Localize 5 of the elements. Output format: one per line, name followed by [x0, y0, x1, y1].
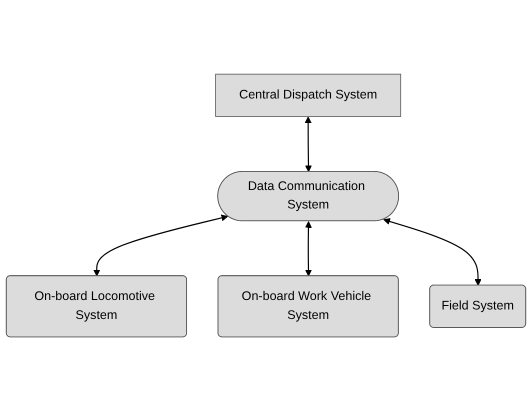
node-box: Central Dispatch System [215, 74, 402, 117]
arrow [305, 221, 312, 276]
arrow [383, 218, 482, 286]
arrow [93, 214, 228, 276]
arrow [304, 116, 312, 172]
